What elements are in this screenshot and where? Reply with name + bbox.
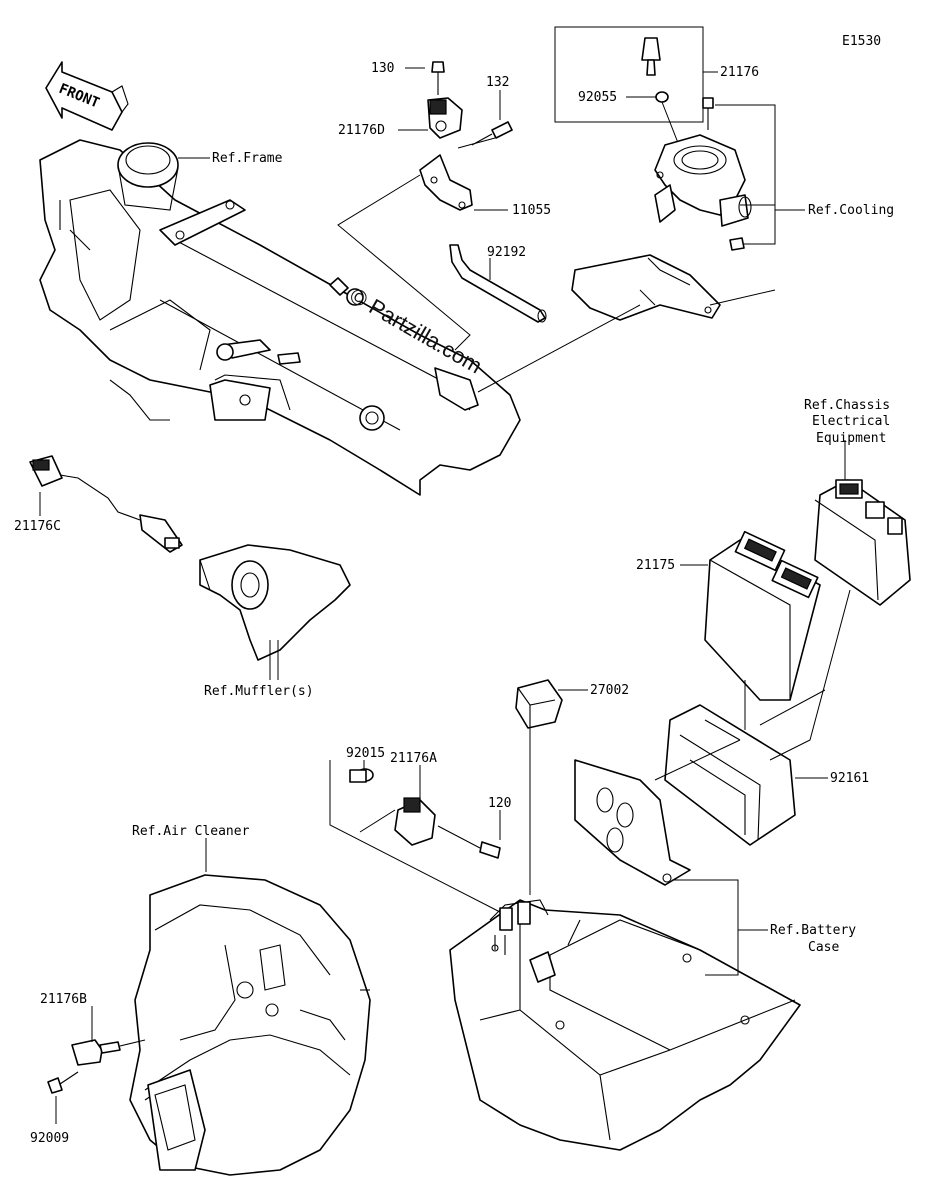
air-cleaner-drawing [47, 838, 371, 1176]
part-11055-label: 11055 [512, 203, 551, 218]
relay-27002 [515, 679, 588, 895]
ref-chassis-label-1: Ref.Chassis [804, 398, 890, 413]
part-21176C-label: 21176C [14, 519, 61, 534]
battery-case-drawing [449, 739, 801, 1151]
part-21176-label: 21176 [720, 65, 759, 80]
ref-battery-label-2: Case [808, 940, 839, 955]
sensor-21176A-group [329, 760, 501, 913]
ref-chassis-label-2: Electrical [812, 414, 890, 429]
ref-battery-label-1: Ref.Battery [770, 923, 856, 938]
part-21175-label: 21175 [636, 558, 675, 573]
ecu-group [664, 440, 911, 846]
part-92192-label: 92192 [487, 245, 526, 260]
part-27002-label: 27002 [590, 683, 629, 698]
front-arrow: FRONT [45, 61, 129, 131]
o2-sensor-group [29, 455, 351, 680]
thermostat-group [477, 26, 805, 393]
ref-cooling-label: Ref.Cooling [808, 203, 894, 218]
part-130-label: 130 [371, 61, 394, 76]
diagram-code: E1530 [842, 34, 881, 49]
part-92055-label: 92055 [578, 90, 617, 105]
ref-frame-label: Ref.Frame [212, 151, 283, 166]
part-21176D-label: 21176D [338, 123, 385, 138]
part-132-label: 132 [486, 75, 509, 90]
part-21176B-label: 21176B [40, 992, 87, 1007]
ref-chassis-label-3: Equipment [816, 431, 886, 446]
part-92161-label: 92161 [830, 771, 869, 786]
sensor-21176D-group [337, 61, 547, 411]
ref-mufflers-label: Ref.Muffler(s) [204, 684, 314, 699]
part-120-label: 120 [488, 796, 511, 811]
part-92009-label: 92009 [30, 1131, 69, 1146]
part-92015-label: 92015 [346, 746, 385, 761]
part-21176A-label: 21176A [390, 751, 437, 766]
ref-air-cleaner-label: Ref.Air Cleaner [132, 824, 250, 839]
frame-drawing [39, 139, 521, 496]
